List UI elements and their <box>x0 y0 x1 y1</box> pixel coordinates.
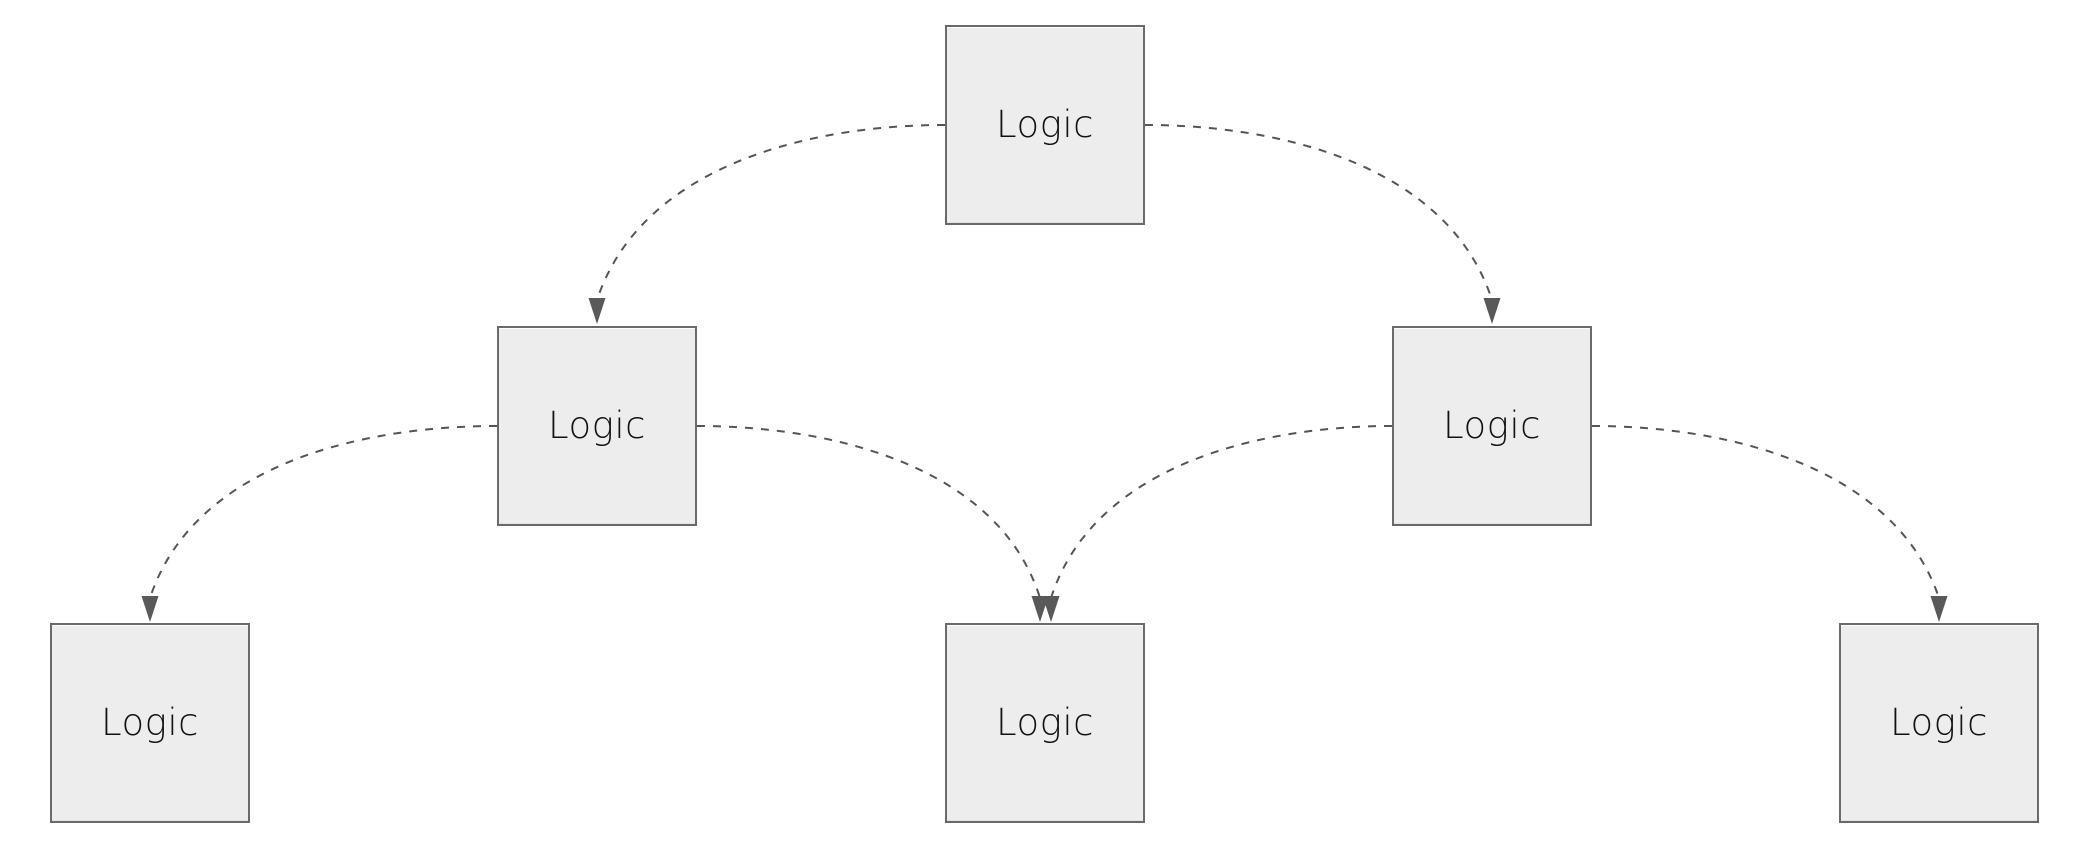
edge-root-midleft <box>588 124 946 324</box>
node-leaf-center[interactable]: Logic <box>945 623 1145 823</box>
node-label: Logic <box>1890 700 1988 744</box>
edge-line <box>1144 124 1493 301</box>
arrowhead-icon <box>588 298 606 324</box>
arrowhead-icon <box>1042 596 1060 622</box>
node-label: Logic <box>996 102 1094 146</box>
edge-midright-leafright <box>1591 425 1948 622</box>
node-root[interactable]: Logic <box>945 25 1145 225</box>
arrowhead-icon <box>1930 596 1948 622</box>
edge-midleft-leafleft <box>141 425 498 622</box>
node-label: Logic <box>1443 403 1541 447</box>
node-leaf-left[interactable]: Logic <box>50 623 250 823</box>
edge-midleft-leafcenter <box>696 425 1049 622</box>
node-leaf-right[interactable]: Logic <box>1839 623 2039 823</box>
node-label: Logic <box>548 403 646 447</box>
edge-line <box>696 425 1041 599</box>
edge-line <box>1050 425 1393 599</box>
arrowhead-icon <box>1031 596 1049 622</box>
node-mid-left[interactable]: Logic <box>497 326 697 526</box>
edge-midright-leafcenter <box>1042 425 1393 622</box>
arrowhead-icon <box>1483 298 1501 324</box>
node-label: Logic <box>101 700 199 744</box>
edge-line <box>1591 425 1940 599</box>
edge-line <box>149 425 498 599</box>
node-mid-right[interactable]: Logic <box>1392 326 1592 526</box>
edge-root-midright <box>1144 124 1501 324</box>
arrowhead-icon <box>141 596 159 622</box>
edge-line <box>596 124 946 301</box>
node-label: Logic <box>996 700 1094 744</box>
